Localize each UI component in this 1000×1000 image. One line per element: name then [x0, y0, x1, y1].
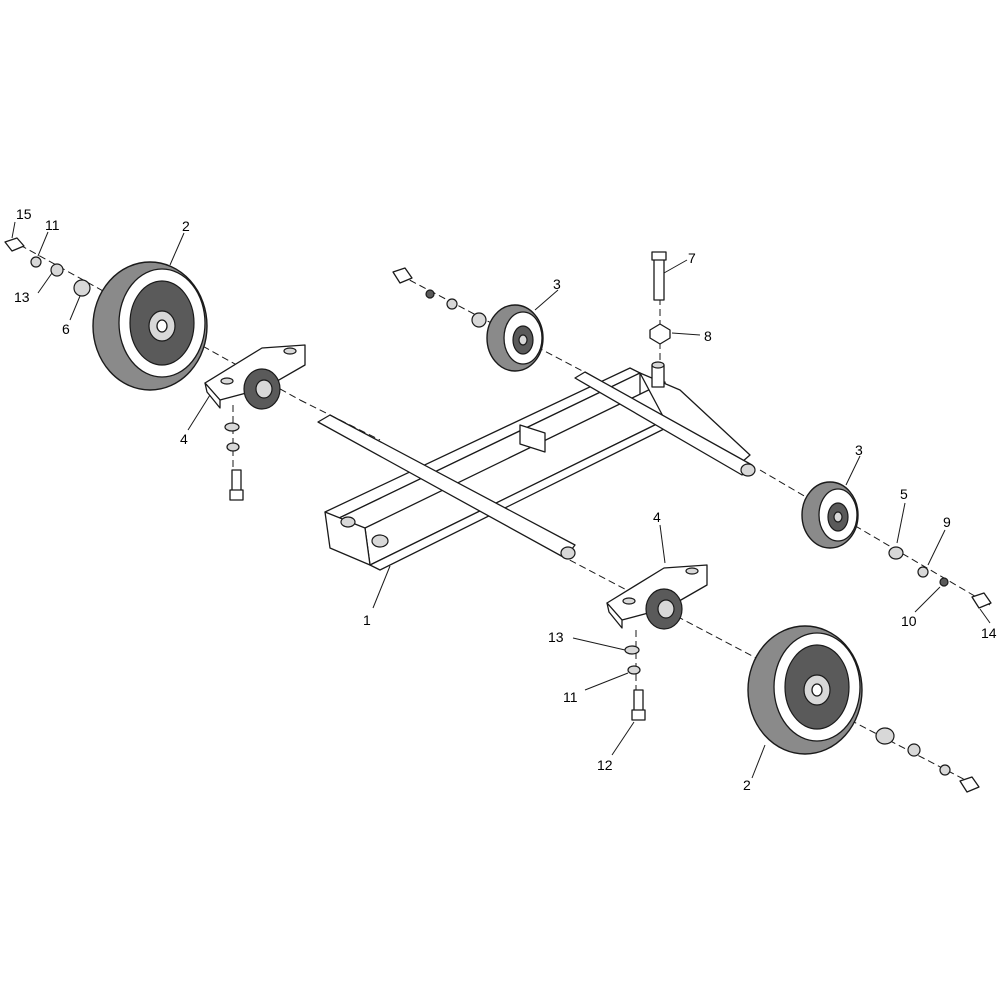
callout-8: 8 — [704, 328, 712, 344]
frame-assembly — [317, 361, 756, 571]
callout-13-lower: 13 — [548, 629, 564, 645]
callout-9: 9 — [943, 514, 951, 530]
callout-7: 7 — [688, 250, 696, 266]
callout-3-upper: 3 — [553, 276, 561, 292]
callout-10: 10 — [901, 613, 917, 629]
callout-15-upper: 15 — [16, 206, 32, 222]
callout-6: 6 — [62, 321, 70, 337]
callout-11-upper: 11 — [45, 217, 60, 233]
wheel-left — [92, 261, 208, 391]
wheel-right — [747, 625, 863, 755]
bearing-block-right — [606, 564, 708, 630]
callout-4-right: 4 — [653, 509, 661, 525]
callout-12: 12 — [597, 757, 613, 773]
callout-5: 5 — [900, 486, 908, 502]
callout-4-left: 4 — [180, 431, 188, 447]
callout-2-lower: 2 — [743, 777, 751, 793]
leader-lines — [11, 221, 991, 779]
callout-14: 14 — [981, 625, 997, 641]
roller-lower — [801, 481, 859, 549]
callout-labels: 15 11 13 6 2 4 3 7 8 3 5 9 10 14 1 4 13 … — [14, 206, 997, 793]
callout-11-lower: 11 — [563, 689, 578, 705]
bearing-block-left — [204, 344, 306, 410]
hardware-fasteners — [4, 237, 992, 793]
callout-3-lower: 3 — [855, 442, 863, 458]
callout-1: 1 — [363, 612, 371, 628]
callout-2-upper: 2 — [182, 218, 190, 234]
roller-upper — [486, 304, 544, 372]
callout-13-upper: 13 — [14, 289, 30, 305]
